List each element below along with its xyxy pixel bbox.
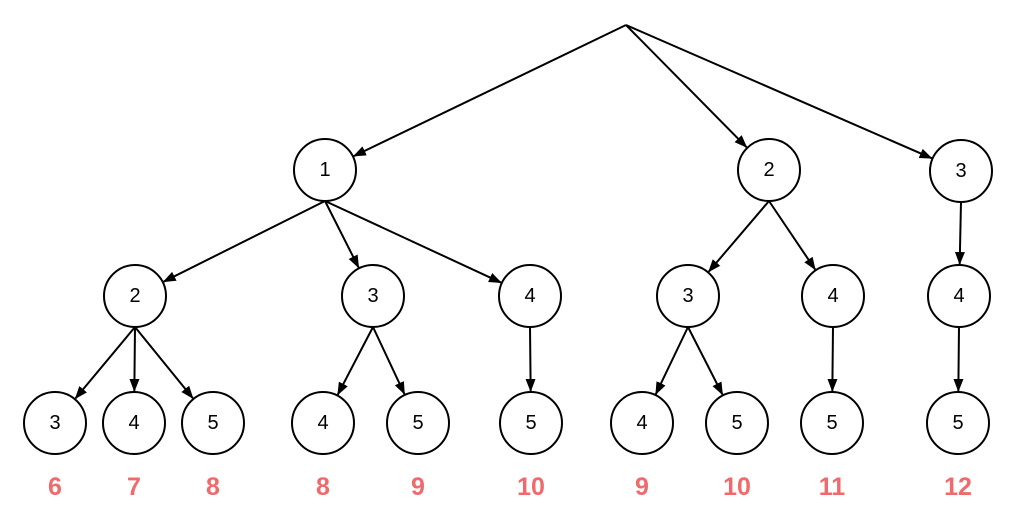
node-circle: [181, 391, 245, 455]
path-sum-label: 8: [206, 473, 220, 501]
edge-n13-l135: [372, 326, 406, 395]
tree-node-l345: 5: [926, 391, 990, 455]
tree-node-n34: 4: [927, 264, 991, 328]
path-sums: 6 7 8 8 9 10 9 10 11 12: [48, 473, 972, 501]
node-label: 5: [952, 412, 963, 434]
edges: [74, 24, 965, 400]
edge-n13-l134: [336, 326, 374, 396]
tree-node-l123: 3: [23, 391, 87, 455]
node-label: 5: [826, 412, 837, 434]
node-circle: [927, 264, 991, 328]
tree-node-l235: 5: [705, 391, 769, 455]
tree-node-l145: 5: [499, 391, 563, 455]
edge-n12-l124: [129, 326, 140, 393]
node-circle: [291, 391, 355, 455]
path-sum-label: 9: [411, 473, 425, 501]
edge-n2-n24: [768, 200, 816, 271]
node-label: 4: [317, 412, 328, 434]
edge-n23-l235: [687, 326, 724, 396]
edge-n1-n12: [162, 200, 326, 283]
node-circle: [499, 391, 563, 455]
path-sum-label: 9: [635, 473, 649, 501]
edge-n34-l345: [953, 326, 964, 393]
node-label: 5: [412, 412, 423, 434]
tree-node-n1: 1: [293, 138, 357, 202]
edge-n1-n13: [324, 200, 360, 269]
node-circle: [23, 391, 87, 455]
node-label: 4: [128, 412, 139, 434]
edge-n12-l125: [134, 326, 194, 399]
node-circle: [341, 264, 405, 328]
node-circle: [737, 138, 801, 202]
tree-node-l234: 4: [610, 391, 674, 455]
tree-node-n2: 2: [737, 138, 801, 202]
node-circle: [610, 391, 674, 455]
node-label: 2: [129, 285, 140, 307]
tree-node-n13: 3: [341, 264, 405, 328]
path-sum-label: 10: [517, 473, 545, 501]
node-label: 4: [827, 285, 838, 307]
node-label: 4: [953, 285, 964, 307]
edge-n24-l245: [827, 326, 838, 393]
node-label: 5: [207, 412, 218, 434]
node-label: 1: [319, 159, 330, 181]
node-circle: [801, 264, 865, 328]
edge-n1-n14: [324, 200, 502, 284]
node-circle: [705, 391, 769, 455]
edge-n14-l145: [525, 326, 536, 393]
tree-node-l134: 4: [291, 391, 355, 455]
node-label: 4: [524, 285, 535, 307]
node-circle: [103, 264, 167, 328]
tree-node-n23: 3: [656, 264, 720, 328]
node-label: 2: [763, 159, 774, 181]
edge-n23-l234: [654, 326, 689, 396]
path-sum-label: 10: [723, 473, 751, 501]
node-circle: [386, 391, 450, 455]
node-label: 5: [525, 412, 536, 434]
path-sum-label: 6: [48, 473, 62, 501]
node-circle: [293, 138, 357, 202]
edge-root-n3: [625, 24, 933, 160]
edge-n2-n23: [708, 200, 770, 273]
path-sum-label: 12: [944, 473, 972, 501]
node-circle: [498, 264, 562, 328]
tree-node-n3: 3: [929, 139, 993, 203]
path-sum-label: 8: [316, 473, 330, 501]
edge-n12-l123: [74, 326, 136, 400]
nodes: 1 2 3 2 3 4 3 4 4 3 4 5 4 5 5 4 5 5 5: [23, 138, 993, 455]
path-sum-label: 11: [819, 473, 846, 501]
tree-node-l124: 4: [102, 391, 166, 455]
node-circle: [102, 391, 166, 455]
node-label: 3: [49, 412, 60, 434]
edge-root-n2: [625, 24, 748, 148]
node-circle: [800, 391, 864, 455]
node-circle: [929, 139, 993, 203]
tree-node-l245: 5: [800, 391, 864, 455]
tree-node-n14: 4: [498, 264, 562, 328]
tree-node-n12: 2: [103, 264, 167, 328]
node-label: 3: [955, 160, 966, 182]
tree-node-l135: 5: [386, 391, 450, 455]
node-label: 3: [367, 285, 378, 307]
edge-root-n1: [352, 24, 627, 158]
node-label: 5: [731, 412, 742, 434]
edge-n3-n34: [954, 201, 965, 266]
node-label: 3: [682, 285, 693, 307]
path-sum-label: 7: [127, 473, 141, 501]
tree-node-l125: 5: [181, 391, 245, 455]
node-label: 4: [636, 412, 647, 434]
tree-node-n24: 4: [801, 264, 865, 328]
node-circle: [656, 264, 720, 328]
node-circle: [926, 391, 990, 455]
